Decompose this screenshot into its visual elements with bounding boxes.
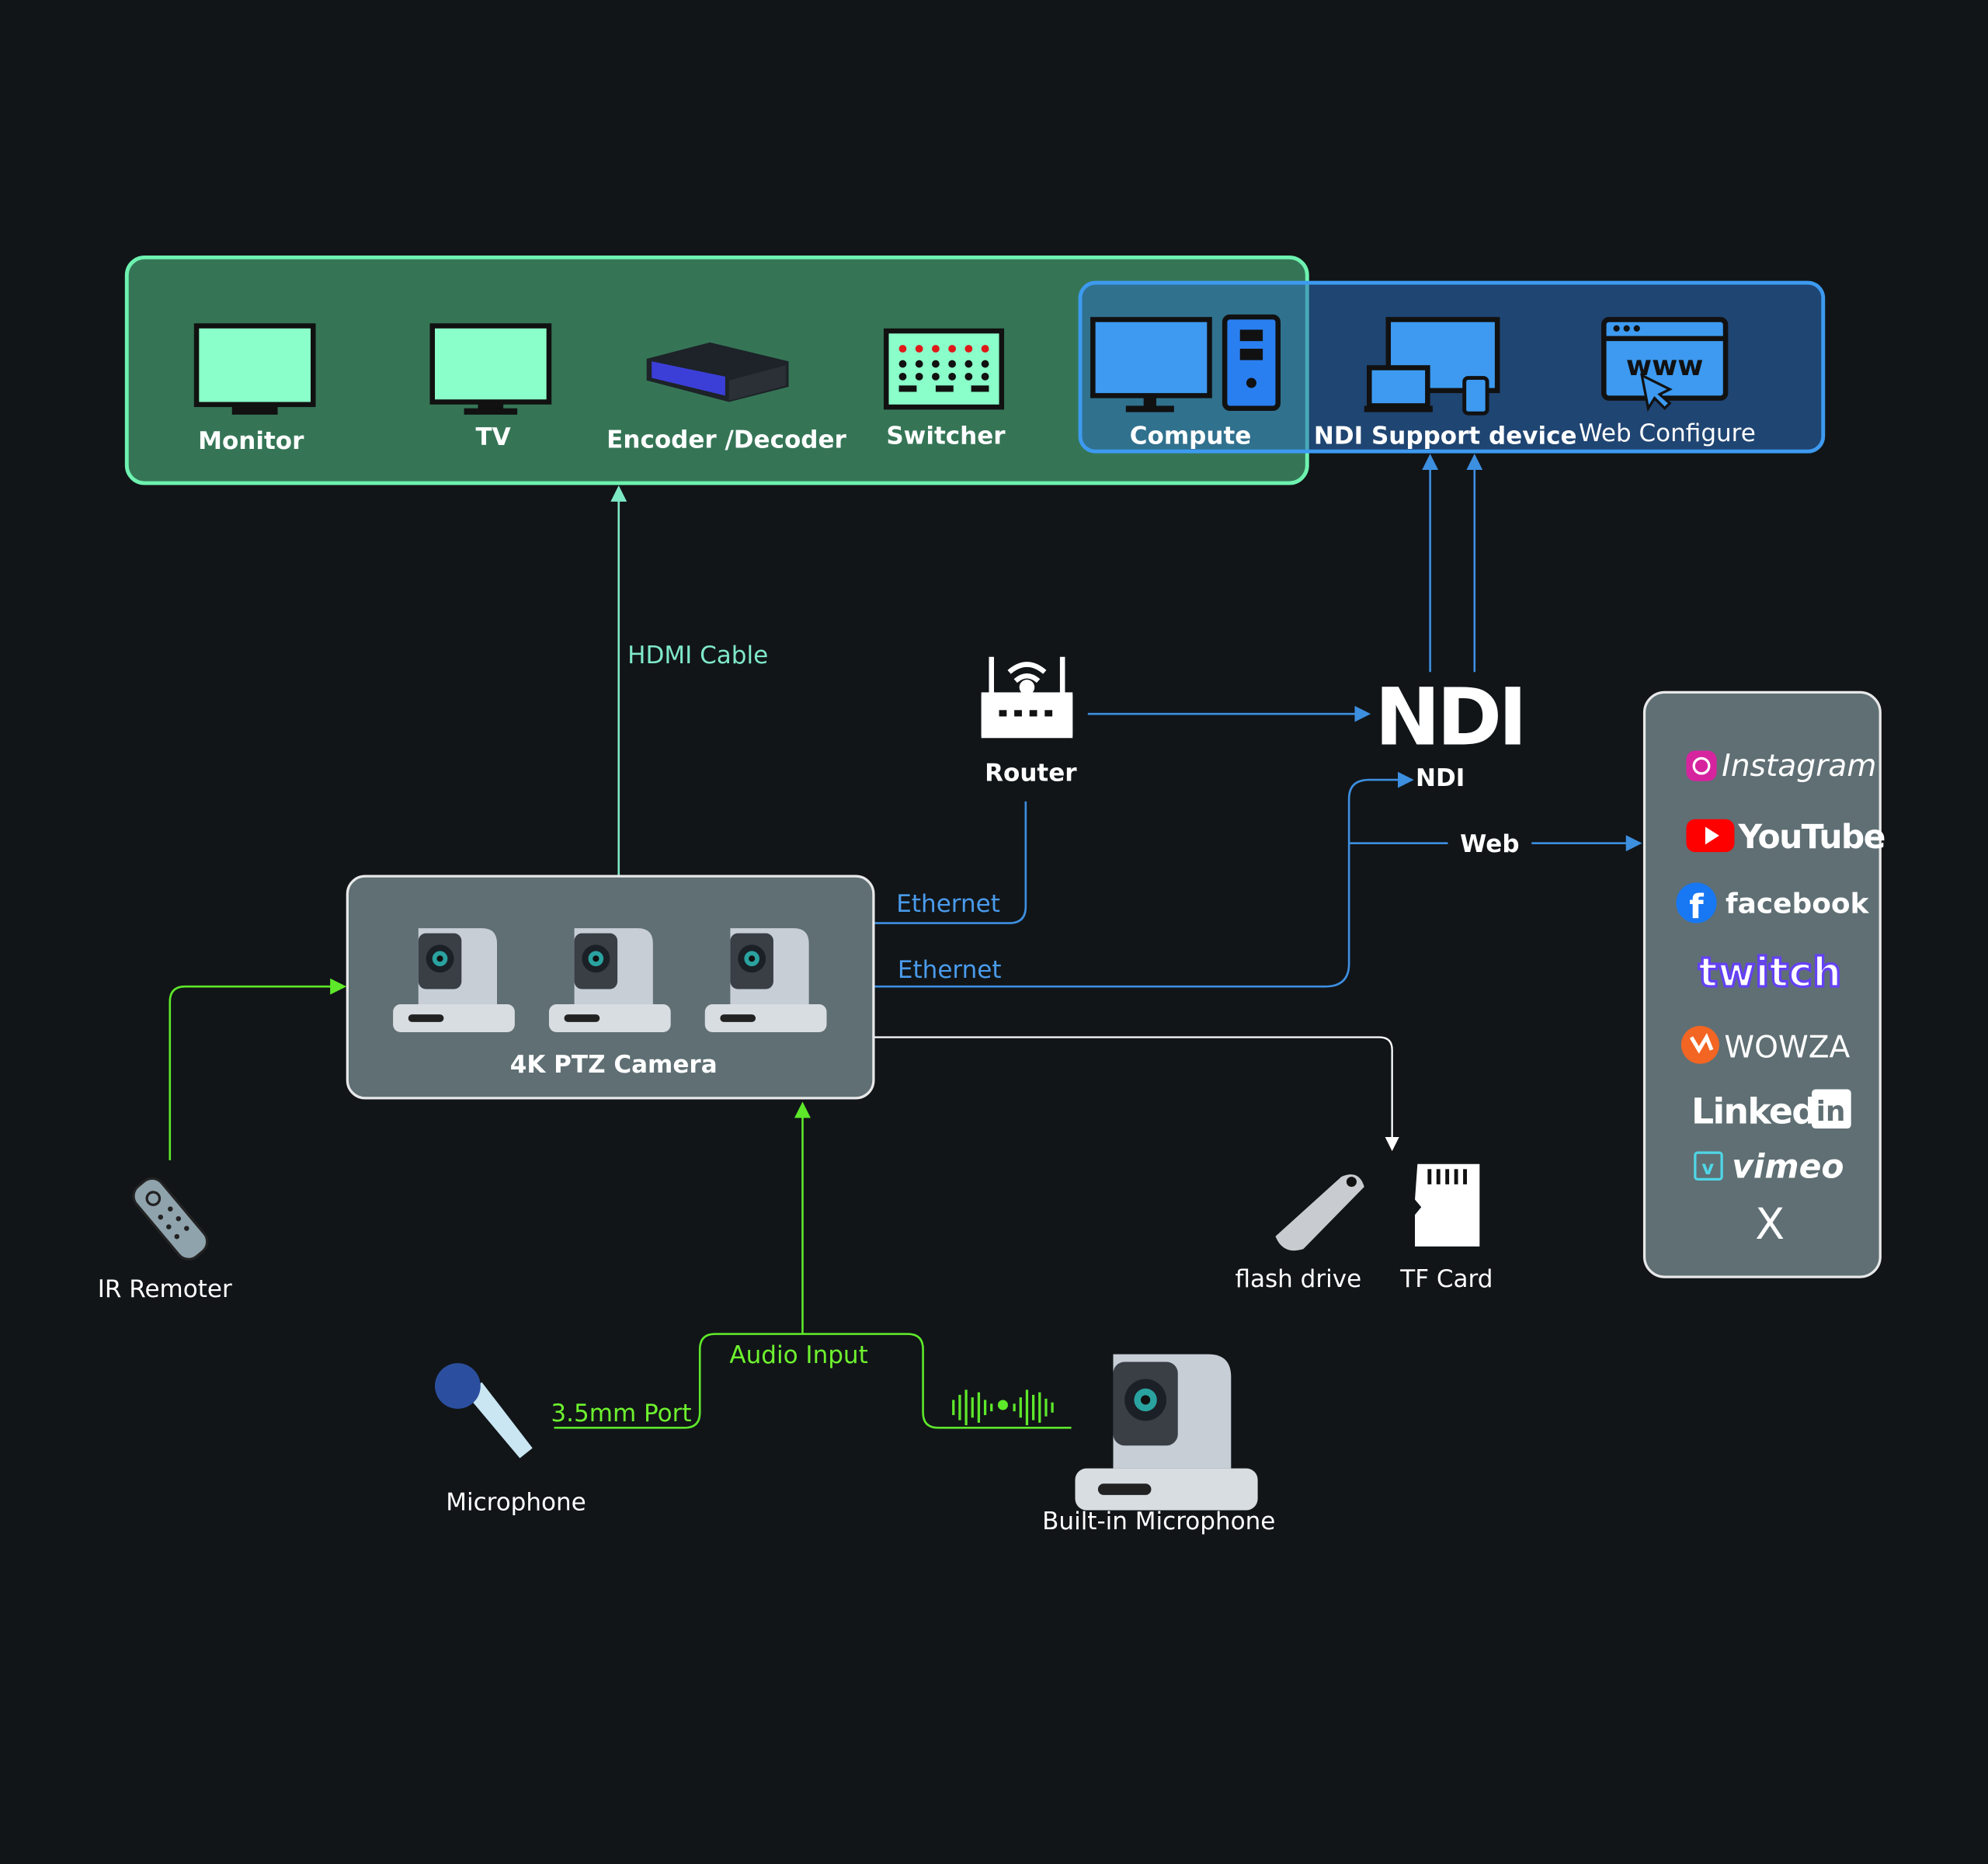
router-label: Router xyxy=(985,760,1077,788)
tf-card-label: TF Card xyxy=(1399,1265,1493,1293)
ethernet-label-2: Ethernet xyxy=(898,956,1002,984)
sound-wave-icon xyxy=(952,1389,1054,1426)
compute-label: Compute xyxy=(1130,422,1252,450)
ethernet-ndi-line xyxy=(874,771,1414,988)
ndi-connection-label: NDI xyxy=(1416,764,1465,792)
ir-remote-icon xyxy=(132,1177,209,1261)
router-icon xyxy=(981,656,1073,739)
youtube-logo: YouTube xyxy=(1686,819,1885,857)
svg-text:vimeo: vimeo xyxy=(1732,1149,1844,1187)
hdmi-label: HDMI Cable xyxy=(627,642,768,669)
tf-card-icon xyxy=(1415,1163,1480,1247)
microphone-icon xyxy=(435,1363,533,1459)
web-label: Web xyxy=(1460,830,1519,858)
storage-line xyxy=(874,1036,1399,1152)
ir-remote-label: IR Remoter xyxy=(98,1275,232,1303)
monitor-icon xyxy=(193,323,316,415)
facebook-logo: f facebook xyxy=(1676,882,1870,927)
instagram-logo: Instagram xyxy=(1686,749,1876,784)
svg-text:facebook: facebook xyxy=(1726,889,1870,920)
camera-label: 4K PTZ Camera xyxy=(510,1051,718,1079)
x-logo: X xyxy=(1755,1199,1785,1250)
vimeo-logo: v vimeo xyxy=(1694,1149,1844,1187)
encoder-icon xyxy=(646,342,789,402)
builtin-mic-camera-icon xyxy=(1075,1354,1258,1511)
tv-icon xyxy=(429,323,552,415)
compute-icon xyxy=(1090,314,1281,412)
ndi-device-icon xyxy=(1364,317,1500,416)
ethernet-router-line xyxy=(874,801,1027,924)
svg-text:YouTube: YouTube xyxy=(1737,819,1884,857)
audio-input-label: Audio Input xyxy=(729,1341,867,1369)
wowza-logo: WOWZA xyxy=(1680,1025,1851,1066)
flash-drive-label: flash drive xyxy=(1235,1265,1361,1293)
switcher-icon xyxy=(883,328,1005,410)
twitch-logo: twitch xyxy=(1698,950,1841,996)
ethernet-label-1: Ethernet xyxy=(896,890,1000,918)
builtin-mic-label: Built-in Microphone xyxy=(1042,1508,1275,1535)
ndi-logo: NDI xyxy=(1375,671,1524,763)
svg-text:Instagram: Instagram xyxy=(1722,749,1876,784)
flash-drive-icon xyxy=(1275,1174,1364,1251)
web-configure-icon: www xyxy=(1601,317,1729,412)
monitor-label: Monitor xyxy=(198,427,304,455)
svg-text:in: in xyxy=(1816,1096,1846,1128)
svg-text:v: v xyxy=(1701,1156,1714,1179)
encoder-label: Encoder /Decoder xyxy=(606,426,846,454)
port-label: 3.5mm Port xyxy=(551,1400,691,1428)
svg-text:Linked: Linked xyxy=(1691,1091,1816,1132)
ndi-device-label: NDI Support device xyxy=(1314,422,1577,450)
linkedin-logo: Linked in xyxy=(1691,1089,1851,1132)
web-configure-label: Web Configure xyxy=(1579,419,1756,447)
svg-text:f: f xyxy=(1689,889,1704,927)
www-glyph: www xyxy=(1626,350,1704,382)
audio-line xyxy=(554,1333,1072,1429)
tv-label: TV xyxy=(476,423,511,451)
switcher-label: Switcher xyxy=(886,422,1006,450)
microphone-label: Microphone xyxy=(446,1488,586,1516)
ir-line xyxy=(169,978,347,1160)
svg-text:WOWZA: WOWZA xyxy=(1724,1031,1850,1066)
